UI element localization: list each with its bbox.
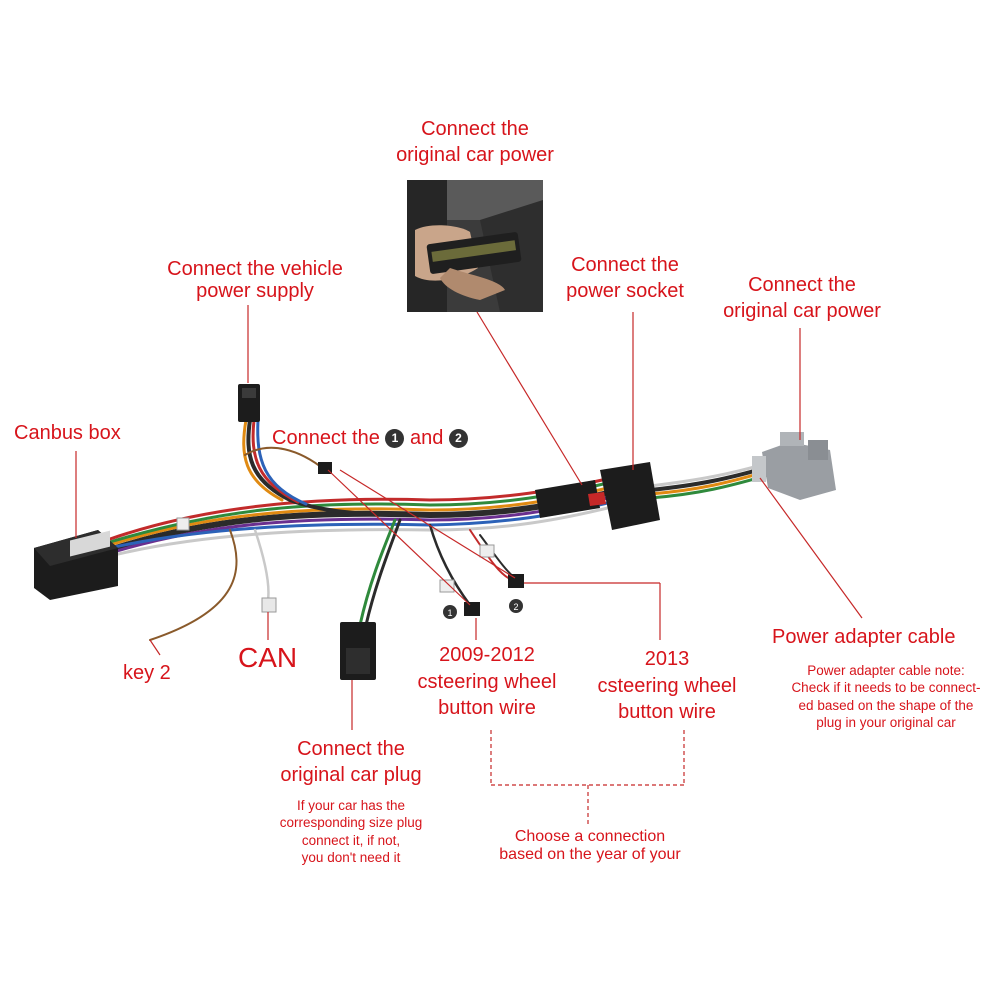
- choose-connection-line1: Choose a connection: [514, 828, 666, 845]
- right-power-label-line1: Connect the: [748, 274, 856, 296]
- power-socket-label-line2: power socket: [566, 280, 684, 303]
- wire-2013-line1: 2013: [644, 648, 690, 670]
- original-plug-line1: Connect the: [297, 738, 405, 760]
- original-power-photo: [407, 180, 543, 312]
- grey-adapter-plug: [752, 432, 836, 500]
- original-plug-note-line4: you don't need it: [301, 849, 401, 865]
- right-power-label-line2: original car power: [723, 300, 881, 323]
- canbus-box: [34, 530, 118, 600]
- white-clip: [176, 517, 190, 531]
- white-clip: [439, 579, 455, 593]
- wire-2009-label: 2009-2012 csteering wheel button wire: [398, 642, 576, 722]
- dashed-bracket: [490, 730, 685, 825]
- power-socket-label-line1: Connect the: [571, 254, 679, 276]
- connect-1-2-and: and: [409, 427, 444, 449]
- can-connector: [261, 597, 277, 613]
- choose-connection-line2: based on the year of your: [499, 845, 681, 863]
- right-power-label: Connect the original car power: [702, 272, 902, 325]
- badge-2: 2: [448, 429, 468, 448]
- original-plug-line2: original car plug: [280, 764, 422, 787]
- original-plug-note: If your car has the corresponding size p…: [256, 797, 446, 866]
- wire-2009-line1: 2009-2012: [439, 644, 535, 666]
- badge-1: 1: [385, 429, 405, 448]
- key2-label: key 2: [123, 662, 171, 684]
- top-photo-label-line2: original car power: [396, 144, 554, 167]
- power-adapter-cable-label: Power adapter cable: [772, 626, 956, 648]
- choose-connection-label: Choose a connection based on the year of…: [480, 828, 700, 863]
- top-photo-label: Connect the original car power: [370, 116, 580, 169]
- wire-2013-label: 2013 csteering wheel button wire: [578, 646, 756, 726]
- original-plug-note-line2: corresponding size plug: [279, 815, 423, 831]
- badge-1-text: 1: [447, 608, 452, 618]
- wire-2009-line2: csteering wheel: [417, 670, 557, 693]
- power-socket-connector: [535, 462, 660, 530]
- badge-2-text: 2: [513, 602, 518, 612]
- wire-2009-line3: button wire: [438, 697, 536, 720]
- leader-lines: [75, 305, 863, 730]
- canbus-box-label: Canbus box: [14, 422, 121, 444]
- connect-1-2-prefix: Connect the: [272, 427, 380, 449]
- original-car-plug: [340, 622, 376, 680]
- badge-2-dot: [509, 599, 523, 613]
- badge-1-dot: [443, 605, 457, 619]
- original-plug-label: Connect the original car plug: [256, 736, 446, 789]
- adapter-note-line4: plug in your original car: [816, 714, 956, 730]
- white-clip: [479, 544, 495, 558]
- connect-1-2-label: Connect the 1 and 2: [272, 425, 468, 451]
- adapter-note-line3: ed based on the shape of the: [798, 697, 974, 713]
- vehicle-power-label-line2: power supply: [196, 280, 314, 303]
- top-photo-label-line1: Connect the: [421, 118, 529, 140]
- original-plug-note-line3: connect it, if not,: [301, 832, 401, 848]
- vehicle-power-label: Connect the vehicle power supply: [130, 258, 380, 303]
- steering-connector-1: [464, 602, 480, 616]
- adapter-note-line1: Power adapter cable note:: [807, 663, 965, 678]
- vehicle-power-connector: [238, 384, 260, 422]
- steering-connector-2: [508, 574, 524, 588]
- adapter-note: Power adapter cable note: Check if it ne…: [786, 662, 986, 731]
- wire-2013-line2: csteering wheel: [597, 674, 737, 697]
- vehicle-power-label-line1: Connect the vehicle: [167, 258, 343, 280]
- adapter-note-line2: Check if it needs to be connect-: [791, 680, 981, 696]
- power-socket-label: Connect the power socket: [540, 252, 710, 305]
- wire-2013-line3: button wire: [618, 701, 716, 724]
- can-label: CAN: [238, 642, 298, 673]
- original-plug-note-line1: If your car has the: [296, 798, 406, 813]
